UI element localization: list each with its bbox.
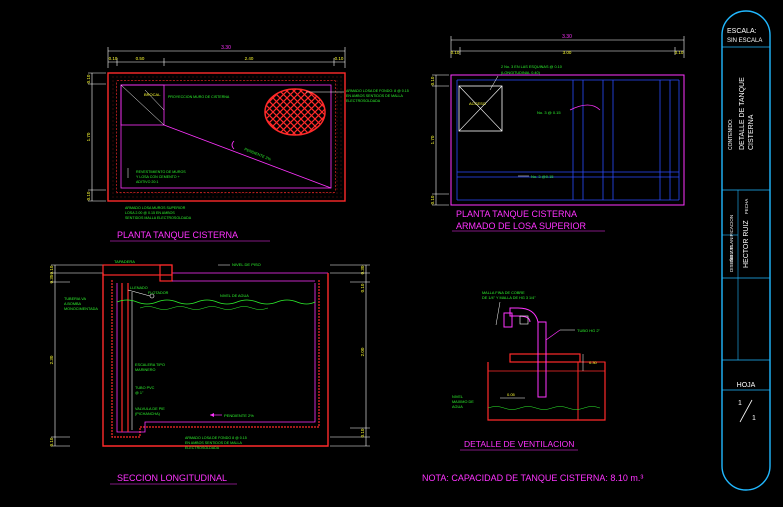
sec-dim-left-3: 0.10 bbox=[49, 437, 54, 446]
slab-label-n3: No. 3 @ 0.15 bbox=[537, 110, 561, 115]
sec-tubo-0: TUBO PVC bbox=[135, 386, 155, 390]
sec-label-pendiente: PENDIENTE 2% bbox=[224, 413, 254, 418]
plan-reves-0: REVESTIMIENTO DE MUROS bbox=[136, 170, 186, 174]
slab-title-2: ARMADO DE LOSA SUPERIOR bbox=[456, 221, 587, 231]
slab-dim-overall: 3.30 bbox=[562, 34, 572, 40]
plan-dim-left-2: 0.10 bbox=[86, 191, 91, 200]
tb-hoja-total: 1 bbox=[752, 415, 756, 422]
sec-tuberia-2: MONOCIMENTADA bbox=[64, 307, 98, 311]
sec-dim-left-2: 2.30 bbox=[49, 355, 54, 364]
slab-dim-top-2: 0.10 bbox=[675, 50, 684, 55]
sec-dim-right-0: 0.30 bbox=[360, 265, 365, 274]
sec-tubo-1: @ 1" bbox=[135, 391, 144, 395]
vent-malla-0: MALLA FINA DE COBRE bbox=[482, 291, 525, 295]
tb-escala-label: ESCALA: bbox=[727, 28, 757, 35]
slab-esquinas-1: (LONGITUDINAL 0.40) bbox=[501, 71, 541, 75]
vent-view: TUBO HG 2" MALLA FINA DE COBRE DE 1/4" Y… bbox=[452, 291, 606, 451]
vent-nivel-1: MAXIMO DE bbox=[452, 400, 474, 404]
vent-nivel-0: NIVEL bbox=[452, 395, 463, 399]
plan-reves-1: Y LOSA CON CEMENTO + bbox=[136, 175, 180, 179]
tb-contenido-2: CISTERNA bbox=[748, 114, 755, 150]
plan-armado-0: ARMADO LOSA DE FONDO: 8 @ 0.15 bbox=[346, 89, 409, 93]
plan-dim-left-1: 1.70 bbox=[86, 132, 91, 141]
tb-fecha: FECHA bbox=[744, 199, 749, 214]
slab-dim-left-1: 1.70 bbox=[430, 135, 435, 144]
tb-contenido-label: CONTENIDO: bbox=[728, 119, 734, 150]
slab-view: 3.30 0.10 3.00 0.10 0.10 1.70 0.10 bbox=[430, 34, 685, 232]
sec-label-nivel-agua: NIVEL DE AGUA bbox=[220, 294, 249, 298]
slab-label-n3b: No. 3 @0.15 bbox=[531, 174, 554, 179]
plan-armado-1: EN AMBOS SENTIDOS DE MALLA bbox=[346, 94, 404, 98]
tb-dibujo-name: HECTOR RUIZ bbox=[743, 220, 750, 268]
slab-dim-left-2: 0.10 bbox=[430, 195, 435, 204]
slab-title-1: PLANTA TANQUE CISTERNA bbox=[456, 209, 577, 219]
plan-armado-2: ELECTROSOLDADA bbox=[346, 99, 381, 103]
vent-label-tubo: TUBO HG 2" bbox=[577, 328, 601, 333]
sec-label-flotador: FLOTADOR bbox=[148, 291, 169, 295]
sec-label-nivel-piso: NIVEL DE PISO bbox=[232, 262, 261, 267]
sec-valvula-1: (PICHANCHA) bbox=[135, 412, 161, 416]
sec-label-tapadera: TAPADERA bbox=[114, 259, 135, 264]
capacity-note: NOTA: CAPACIDAD DE TANQUE CISTERNA: 8.10… bbox=[422, 473, 643, 483]
vent-dim-2: 0.05 bbox=[507, 392, 516, 397]
plan-ajuste-0: ARMADO LOSA MUROS SUPERIOR bbox=[125, 206, 186, 210]
tb-escala-value: SIN ESCALA bbox=[727, 38, 762, 44]
slab-label-acceso: ACCESO bbox=[469, 101, 486, 106]
sec-armado-0: ARMADO LOSA DE FONDO 8 @ 0.15 bbox=[185, 436, 247, 440]
sec-valvula-0: VALVULA DE PIE bbox=[135, 407, 165, 411]
sec-armado-2: ELECTROSOLDADA bbox=[185, 446, 220, 450]
sec-dim-left-0: 0.10 bbox=[49, 265, 54, 274]
sec-dim-left-1: 0.35 bbox=[49, 274, 54, 283]
sec-dim-right-2: 2.00 bbox=[360, 347, 365, 356]
slab-dim-left-0: 0.10 bbox=[430, 76, 435, 85]
plan-label-proyeccion: PROYECCION MURO DE CISTERNA bbox=[168, 95, 230, 99]
plan-dim-overall: 3.30 bbox=[221, 45, 231, 51]
sec-escalera-0: ESCALERA TIPO bbox=[135, 363, 165, 367]
sec-escalera-1: MARINERO bbox=[135, 368, 156, 372]
plan-ajuste-1: LOSA 2.00 @ 0.15 EN AMBOS bbox=[125, 211, 175, 215]
plan-dim-top-0: 0.10 bbox=[109, 56, 118, 61]
title-block: ESCALA: SIN ESCALA CONTENIDO: DETALLE DE… bbox=[721, 10, 771, 491]
sec-dim-right-3: 0.10 bbox=[360, 428, 365, 437]
plan-dim-top-3: 0.10 bbox=[335, 56, 344, 61]
slab-dim-top-0: 0.10 bbox=[451, 50, 460, 55]
plan-view: 3.30 0.10 0.50 2.40 0.10 0.10 1.70 0.10 … bbox=[86, 45, 409, 242]
plan-dim-top-2: 2.40 bbox=[245, 56, 254, 61]
tb-hoja-label: HOJA bbox=[737, 382, 756, 389]
plan-dim-top-1: 0.50 bbox=[136, 56, 145, 61]
plan-title: PLANTA TANQUE CISTERNA bbox=[117, 230, 238, 240]
tb-diseno: DISEÑO Y PLANIFICACION bbox=[728, 215, 734, 272]
plan-label-brocal: BROCAL bbox=[144, 92, 161, 97]
plan-reves-2: ADITIVO 20:1 bbox=[136, 180, 158, 184]
plan-dim-left-0: 0.10 bbox=[86, 74, 91, 83]
sec-tuberia-1: A BOMBA bbox=[64, 302, 82, 306]
vent-title: DETALLE DE VENTILACION bbox=[464, 439, 574, 449]
plan-ajuste-2: SENTIDOS MALLA ELECTROSOLDADA bbox=[125, 216, 192, 220]
section-view: 0.10 0.35 2.30 0.10 0.30 0.10 2.00 0.10 bbox=[49, 259, 370, 485]
sec-label-llenado: LLENADO bbox=[130, 286, 148, 290]
sec-tuberia-0: TUBERIA VA bbox=[64, 297, 87, 301]
section-title: SECCION LONGITUDINAL bbox=[117, 473, 227, 483]
sec-armado-1: EN AMBOS SENTIDOS DE MALLA bbox=[185, 441, 243, 445]
sec-dim-right-1: 0.10 bbox=[360, 283, 365, 292]
vent-dim-1: 0.30 bbox=[589, 360, 598, 365]
vent-malla-1: DE 1/4" Y MALLA DE HG 3 1/4" bbox=[482, 296, 536, 300]
slab-esquinas-0: 2 No. 3 EN LAS ESQUINAS @ 0.10 bbox=[501, 65, 562, 69]
tb-dibujo-label: DIBUJO bbox=[729, 245, 734, 262]
vent-nivel-2: AGUA bbox=[452, 405, 463, 409]
slab-dim-top-1: 3.00 bbox=[563, 50, 572, 55]
tb-hoja-num: 1 bbox=[738, 400, 742, 407]
tb-contenido-1: DETALLE DE TANQUE bbox=[739, 77, 746, 150]
